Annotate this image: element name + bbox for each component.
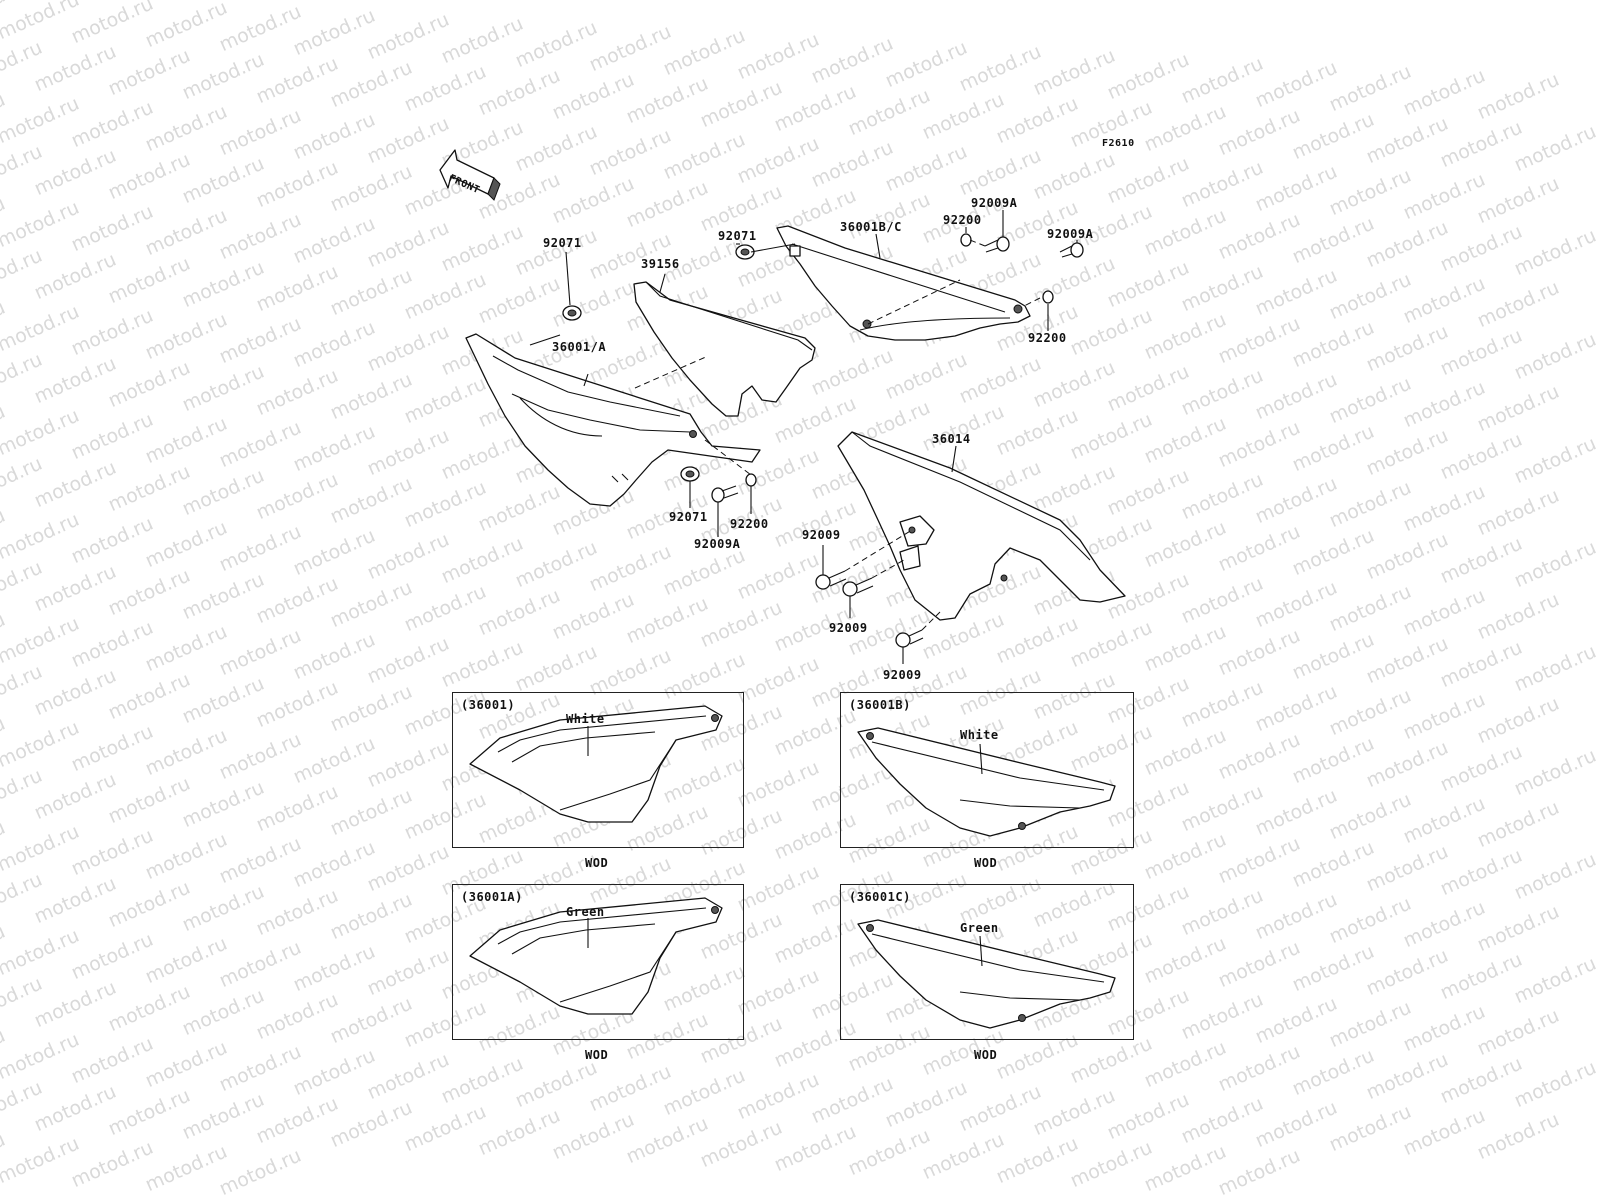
inset-36001A-drawing bbox=[469, 897, 723, 1015]
part-label-92071-left[interactable]: 92071 bbox=[543, 236, 582, 250]
part-label-92009-a[interactable]: 92009 bbox=[802, 528, 841, 542]
inset-color-36001C: Green bbox=[960, 921, 999, 935]
side-cover-left bbox=[465, 333, 761, 507]
inset-code-36001B: (36001B) bbox=[849, 698, 911, 712]
part-label-92009-c[interactable]: 92009 bbox=[883, 668, 922, 682]
inset-caption-36001B: WOD bbox=[974, 856, 998, 870]
inset-caption-36001C: WOD bbox=[974, 1048, 998, 1062]
chain-guard bbox=[837, 431, 1126, 621]
inset-36001C bbox=[840, 884, 1134, 1040]
part-label-92009A-bottom[interactable]: 92009A bbox=[694, 537, 741, 551]
inset-36001 bbox=[452, 692, 744, 848]
part-label-92071-bottom[interactable]: 92071 bbox=[669, 510, 708, 524]
inset-code-36001C: (36001C) bbox=[849, 890, 911, 904]
inset-36001B-drawing bbox=[857, 727, 1116, 837]
inset-caption-36001: WOD bbox=[585, 856, 609, 870]
inner-panel bbox=[633, 281, 816, 417]
inset-36001A bbox=[452, 884, 744, 1040]
leader-lines bbox=[529, 210, 1078, 664]
part-label-39156[interactable]: 39156 bbox=[641, 257, 680, 271]
inset-code-36001: (36001) bbox=[461, 698, 516, 712]
part-label-92009-b[interactable]: 92009 bbox=[829, 621, 868, 635]
inset-caption-36001A: WOD bbox=[585, 1048, 609, 1062]
part-label-36014[interactable]: 36014 bbox=[932, 432, 971, 446]
inset-color-36001A: Green bbox=[566, 905, 605, 919]
figure-code: F2610 bbox=[1102, 138, 1135, 149]
part-label-36001A[interactable]: 36001/A bbox=[552, 340, 607, 354]
inset-36001C-drawing bbox=[857, 919, 1116, 1029]
inset-36001-drawing bbox=[469, 705, 723, 823]
part-label-92200-top[interactable]: 92200 bbox=[943, 213, 982, 227]
part-label-92009A-top[interactable]: 92009A bbox=[971, 196, 1018, 210]
inset-code-36001A: (36001A) bbox=[461, 890, 523, 904]
part-label-92071-top[interactable]: 92071 bbox=[718, 229, 757, 243]
front-arrow-icon bbox=[439, 149, 501, 201]
part-label-92200-bottom[interactable]: 92200 bbox=[730, 517, 769, 531]
part-label-36001BC[interactable]: 36001B/C bbox=[840, 220, 902, 234]
part-label-92200-right[interactable]: 92200 bbox=[1028, 331, 1067, 345]
inset-color-36001B: White bbox=[960, 728, 999, 742]
side-cover-right bbox=[776, 225, 1031, 341]
part-label-92009A-right[interactable]: 92009A bbox=[1047, 227, 1094, 241]
inset-36001B bbox=[840, 692, 1134, 848]
inset-color-36001: White bbox=[566, 712, 605, 726]
